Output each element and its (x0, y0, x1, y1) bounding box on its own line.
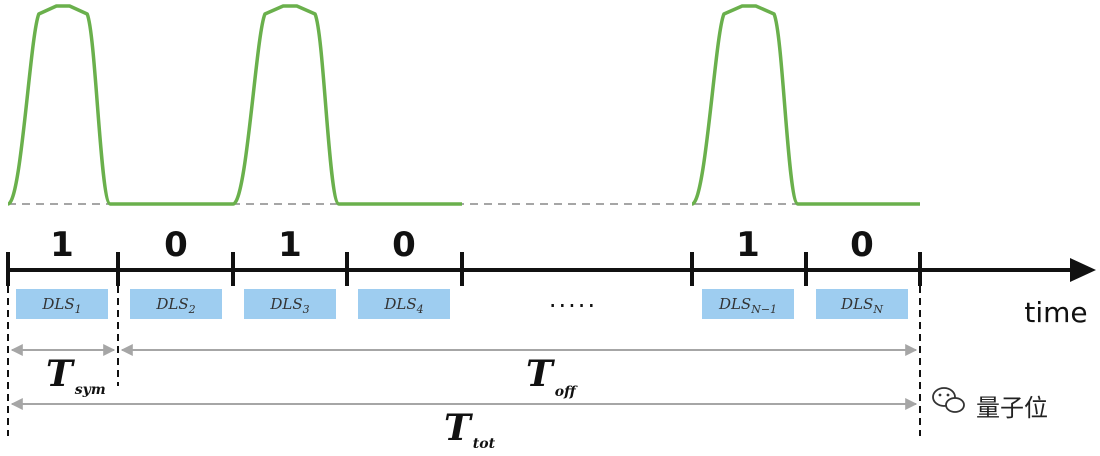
dls-box (816, 289, 908, 319)
dls-box (16, 289, 108, 319)
dls-label: DLS1 (41, 295, 81, 316)
dls-block: DLS4 (358, 289, 450, 319)
pulse-waveform (6, 4, 920, 206)
pulse-segment (6, 4, 462, 206)
slot-ticks (6, 252, 922, 286)
wechat-logo-icon (932, 387, 965, 413)
dls-box (244, 289, 336, 319)
dls-label: DLSN (840, 295, 883, 316)
dls-box (130, 289, 222, 319)
pulse-segment (690, 4, 920, 206)
boundary-guides (7, 286, 921, 436)
dls-block: DLSN−1 (702, 289, 794, 319)
dls-label: DLSN−1 (718, 295, 777, 316)
bit-label: 0 (392, 225, 416, 265)
dls-label: DLS2 (155, 295, 195, 316)
bit-label: 0 (164, 225, 188, 265)
bit-label: 0 (850, 225, 874, 265)
dls-block: DLSN (816, 289, 908, 319)
dls-box (358, 289, 450, 319)
time-axis-label: time (1024, 296, 1087, 329)
dls-blocks: DLS1 DLS2 DLS3 DLS4 DLSN−1 DLSN (16, 289, 908, 319)
time-axis-arrowhead (1070, 258, 1096, 282)
bit-labels: 1 0 1 0 1 0 (50, 225, 874, 265)
watermark-text: 量子位 (976, 394, 1048, 422)
bit-label: 1 (278, 225, 302, 265)
watermark: 量子位 (932, 387, 1048, 422)
dls-block: DLS3 (244, 289, 336, 319)
dls-label: DLS4 (383, 295, 423, 316)
ellipsis: ..... (549, 285, 597, 313)
dls-block: DLS1 (16, 289, 108, 319)
dls-box (702, 289, 794, 319)
dls-block: DLS2 (130, 289, 222, 319)
dls-label: DLS3 (269, 295, 309, 316)
bit-label: 1 (736, 225, 760, 265)
bit-label: 1 (50, 225, 74, 265)
